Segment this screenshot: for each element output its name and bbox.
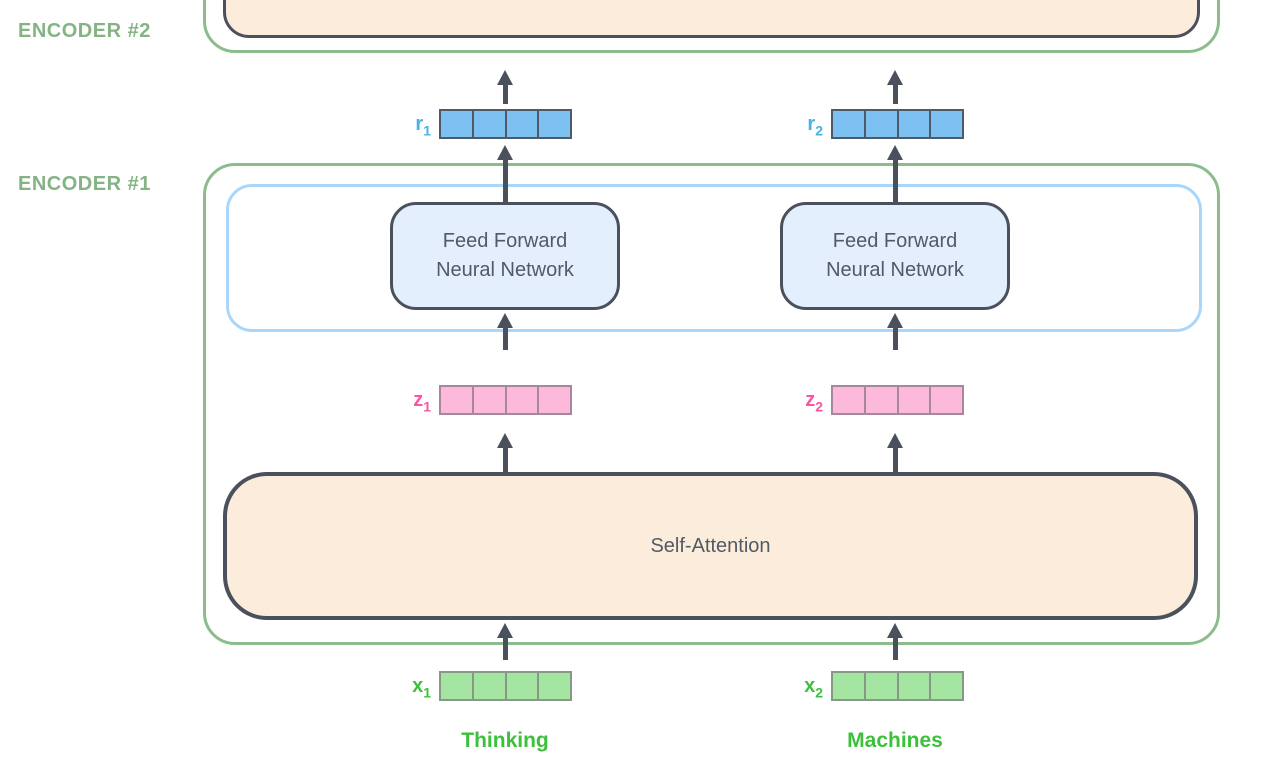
- arrow-z1-to-ffnn1: [497, 313, 513, 350]
- encoder-2-label: ENCODER #2: [18, 20, 151, 42]
- arrow-ffnn1-to-r1: [497, 145, 513, 204]
- label-subscript: 2: [815, 398, 823, 415]
- encoder-2-top-block: [223, 0, 1200, 38]
- ffnn-text-line1: Feed Forward: [832, 230, 958, 252]
- vector-cell: [537, 111, 570, 137]
- encoder-1-container: [203, 163, 1220, 645]
- vector-label-z2: z2: [763, 385, 823, 415]
- arrowhead-icon: [887, 145, 903, 160]
- vector-label-x2: x2: [763, 671, 823, 701]
- arrow-shaft: [502, 160, 508, 204]
- arrow-ffnn2-to-r2: [887, 145, 903, 204]
- vector-z1: [439, 385, 572, 415]
- vector-cell: [441, 111, 472, 137]
- token-machines: Machines: [847, 729, 943, 752]
- label-base: r: [807, 113, 816, 135]
- vector-x2: [831, 671, 964, 701]
- vector-label-r1: r1: [371, 109, 431, 139]
- arrowhead-icon: [887, 70, 903, 85]
- label-base: z: [413, 389, 424, 411]
- vector-cell: [441, 673, 472, 699]
- vector-cell: [471, 387, 505, 413]
- arrow-shaft: [892, 85, 898, 104]
- vector-cell: [896, 111, 930, 137]
- vector-r2: [831, 109, 964, 139]
- arrowhead-icon: [497, 433, 513, 448]
- arrow-x1-to-selfattention: [497, 623, 513, 660]
- arrow-shaft: [892, 160, 898, 204]
- self-attention-box: Self-Attention: [223, 472, 1198, 620]
- arrowhead-icon: [497, 70, 513, 85]
- arrow-shaft: [502, 448, 508, 472]
- vector-cell: [504, 111, 538, 137]
- arrow-shaft: [502, 638, 508, 660]
- vector-cell: [537, 387, 570, 413]
- arrow-shaft: [892, 448, 898, 472]
- token-thinking: Thinking: [461, 729, 549, 752]
- label-subscript: 1: [423, 684, 431, 701]
- vector-cell: [929, 673, 962, 699]
- vector-cell: [863, 673, 897, 699]
- arrowhead-icon: [887, 313, 903, 328]
- arrow-r1-to-encoder2: [497, 70, 513, 104]
- vector-cell: [896, 673, 930, 699]
- vector-cell: [863, 111, 897, 137]
- arrow-x2-to-selfattention: [887, 623, 903, 660]
- arrow-shaft: [502, 328, 508, 350]
- vector-cell: [833, 111, 864, 137]
- label-subscript: 1: [423, 398, 431, 415]
- arrow-z2-to-ffnn2: [887, 313, 903, 350]
- arrow-selfattention-to-z2: [887, 433, 903, 472]
- arrow-shaft: [892, 638, 898, 660]
- encoder-1-label: ENCODER #1: [18, 173, 151, 195]
- label-subscript: 2: [815, 684, 823, 701]
- vector-label-x1: x1: [371, 671, 431, 701]
- vector-cell: [863, 387, 897, 413]
- label-subscript: 1: [423, 122, 431, 139]
- vector-cell: [537, 673, 570, 699]
- vector-cell: [896, 387, 930, 413]
- arrow-selfattention-to-z1: [497, 433, 513, 472]
- arrow-r2-to-encoder2: [887, 70, 903, 104]
- label-base: x: [412, 675, 424, 697]
- vector-z2: [831, 385, 964, 415]
- arrowhead-icon: [497, 313, 513, 328]
- vector-x1: [439, 671, 572, 701]
- arrowhead-icon: [887, 433, 903, 448]
- arrowhead-icon: [497, 623, 513, 638]
- vector-cell: [471, 111, 505, 137]
- label-base: r: [415, 113, 424, 135]
- vector-label-r2: r2: [763, 109, 823, 139]
- vector-cell: [833, 387, 864, 413]
- vector-cell: [441, 387, 472, 413]
- arrow-shaft: [892, 328, 898, 350]
- label-base: x: [804, 675, 816, 697]
- vector-cell: [504, 673, 538, 699]
- ffnn-text-line1: Feed Forward: [442, 230, 568, 252]
- label-subscript: 2: [815, 122, 823, 139]
- vector-cell: [471, 673, 505, 699]
- vector-cell: [929, 111, 962, 137]
- vector-cell: [504, 387, 538, 413]
- vector-r1: [439, 109, 572, 139]
- vector-cell: [833, 673, 864, 699]
- arrowhead-icon: [497, 145, 513, 160]
- feed-forward-box-2: Feed Forward Neural Network: [780, 202, 1010, 310]
- vector-label-z1: z1: [371, 385, 431, 415]
- encoder-2-container: [203, 0, 1220, 53]
- feed-forward-layer-container: [226, 184, 1202, 332]
- ffnn-text-line2: Neural Network: [436, 259, 574, 281]
- self-attention-label: Self-Attention: [650, 534, 771, 557]
- feed-forward-box-1: Feed Forward Neural Network: [390, 202, 620, 310]
- label-base: z: [805, 389, 816, 411]
- arrowhead-icon: [887, 623, 903, 638]
- ffnn-text-line2: Neural Network: [826, 259, 964, 281]
- vector-cell: [929, 387, 962, 413]
- arrow-shaft: [502, 85, 508, 104]
